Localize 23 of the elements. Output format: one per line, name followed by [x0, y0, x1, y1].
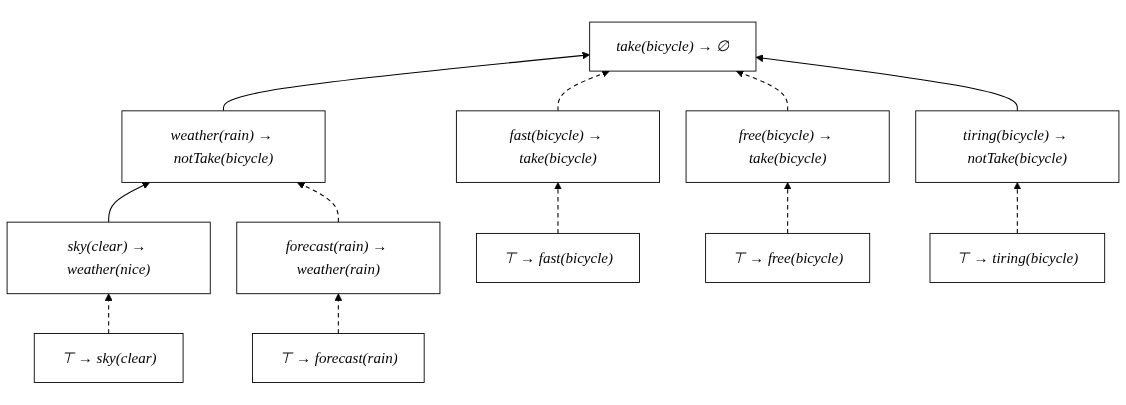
node-box: ⊤ → fast(bicycle): [476, 233, 640, 284]
node-box: ⊤ → free(bicycle): [705, 233, 871, 284]
arrow: [104, 293, 113, 335]
arrow: [108, 182, 151, 223]
node-box: weather(rain) → notTake(bicycle): [121, 110, 326, 184]
node-box: ⊤ → tiring(bicycle): [929, 233, 1106, 284]
node-box: ⊤ → forecast(rain): [252, 333, 425, 384]
node-box: tiring(bicycle) → notTake(bicycle): [915, 110, 1120, 184]
arrow: [755, 54, 1018, 112]
node-box: take(bicycle) → ∅: [589, 21, 757, 72]
node-box: forecast(rain) → weather(rain): [236, 221, 441, 295]
arrow: [554, 182, 562, 235]
arrow: [735, 70, 789, 112]
arrow: [297, 182, 339, 223]
arrow: [783, 182, 792, 235]
node-box: fast(bicycle) → take(bicycle): [455, 110, 660, 184]
node-box: free(bicycle) → take(bicycle): [685, 110, 890, 184]
arrow: [1013, 182, 1022, 235]
arrow: [334, 293, 343, 335]
arrow: [557, 70, 610, 112]
node-box: sky(clear) → weather(nice): [6, 221, 211, 295]
arrow: [223, 51, 590, 112]
node-box: ⊤ → sky(clear): [33, 333, 184, 384]
